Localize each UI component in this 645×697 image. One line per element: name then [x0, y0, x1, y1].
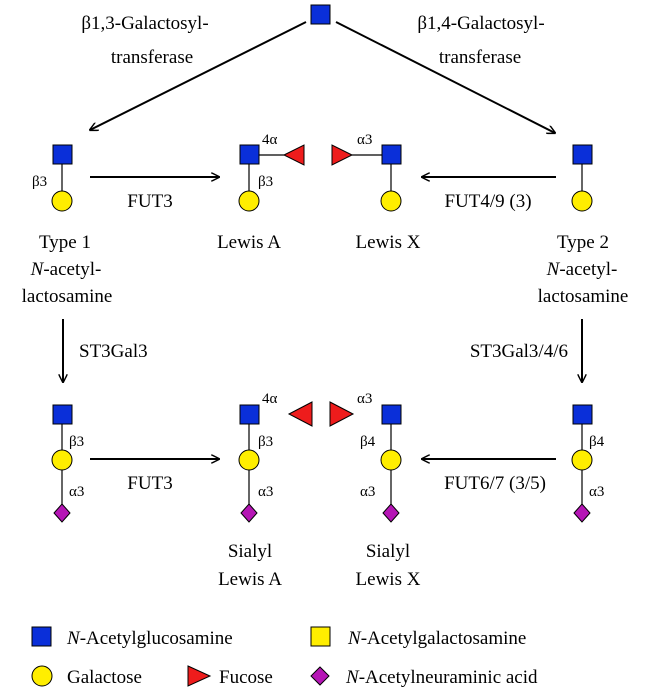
sialyl-type1-link-b3: β3 [69, 434, 84, 450]
sialyl-lewis-a-name-line2: Lewis A [218, 569, 282, 590]
lewis-a-name: Lewis A [217, 232, 281, 253]
sialyl-lewis-x-link-a3: α3 [360, 484, 375, 500]
enzyme-b13-line1: β1,3-Galactosyl- [81, 13, 208, 34]
sialyl-lewis-x-name-line2: Lewis X [356, 569, 421, 590]
arrow-fut49-label: FUT4/9 (3) [444, 191, 531, 212]
legend-neu5ac-diamond [310, 666, 330, 686]
legend-neu5ac-label: N-Acetylneuraminic acid [345, 667, 538, 688]
enzyme-b14-line2: transferase [439, 47, 521, 68]
lewis-x-name: Lewis X [356, 232, 421, 253]
sialyl-lewis-a-link-b3: β3 [258, 434, 273, 450]
enzyme-b13-line2: transferase [111, 47, 193, 68]
arrow-to-type2 [335, 21, 555, 133]
type1-link-b3: β3 [32, 174, 47, 190]
enzyme-b14-line1: β1,4-Galactosyl- [417, 13, 544, 34]
sialyl-lewis-x-link-b4: β4 [360, 434, 376, 450]
arrow-st3gal346-label: ST3Gal3/4/6 [470, 341, 568, 362]
type1-glycan [51, 144, 73, 212]
sialyl-type2-link-b4: β4 [589, 434, 605, 450]
sialyl-lewis-a-name-line1: Sialyl [228, 541, 272, 562]
legend-galnac-square [310, 626, 331, 647]
sialyl-lewis-a-link-a3: α3 [258, 484, 273, 500]
type1-name-line1: Type 1 [39, 232, 91, 253]
arrow-to-type1 [90, 21, 307, 130]
legend-fucose-triangle [187, 665, 212, 687]
arrow-fut3-bottom-label: FUT3 [127, 473, 172, 494]
type1-name-line2: N-acetyl- [30, 259, 102, 280]
sialyl-type2-glycan [571, 404, 593, 523]
type2-name-line3: lactosamine [538, 286, 629, 307]
type2-glycan [571, 144, 593, 212]
legend-glcnac-square [31, 626, 52, 647]
type2-name-line2: N-acetyl- [546, 259, 618, 280]
arrow-fut67-label: FUT6/7 (3/5) [444, 473, 546, 494]
lewis-a-link-b3: β3 [258, 174, 273, 190]
sialyl-lewis-x-name-line1: Sialyl [366, 541, 410, 562]
lewis-x-link-a3: α3 [357, 132, 372, 148]
lewis-a-glycan [238, 144, 305, 212]
lewis-a-link-4a: 4α [262, 132, 278, 148]
sialyl-lewis-a-link-4a: 4α [262, 391, 278, 407]
type2-name-line1: Type 2 [557, 232, 609, 253]
legend-galactose-circle [31, 665, 53, 687]
legend-fucose-label: Fucose [219, 667, 273, 688]
sialyl-type1-glycan [51, 404, 73, 523]
legend-galnac-label: N-Acetylgalactosamine [347, 628, 526, 649]
sialyl-type2-link-a3: α3 [589, 484, 604, 500]
sialyl-lewis-x-link-a3-top: α3 [357, 391, 372, 407]
sialyl-lewis-a-glycan [238, 401, 313, 523]
precursor-glcnac-square [310, 4, 331, 25]
legend-glcnac-label: N-Acetylglucosamine [66, 628, 233, 649]
sialyl-lewis-x-glycan [329, 401, 402, 523]
type1-name-line3: lactosamine [22, 286, 113, 307]
arrow-fut3-top-label: FUT3 [127, 191, 172, 212]
legend-galactose-label: Galactose [67, 667, 142, 688]
lewis-x-glycan [331, 144, 402, 212]
sialyl-type1-link-a3: α3 [69, 484, 84, 500]
legend: N-Acetylglucosamine N-Acetylgalactosamin… [31, 626, 538, 688]
arrow-st3gal3-label: ST3Gal3 [79, 341, 148, 362]
